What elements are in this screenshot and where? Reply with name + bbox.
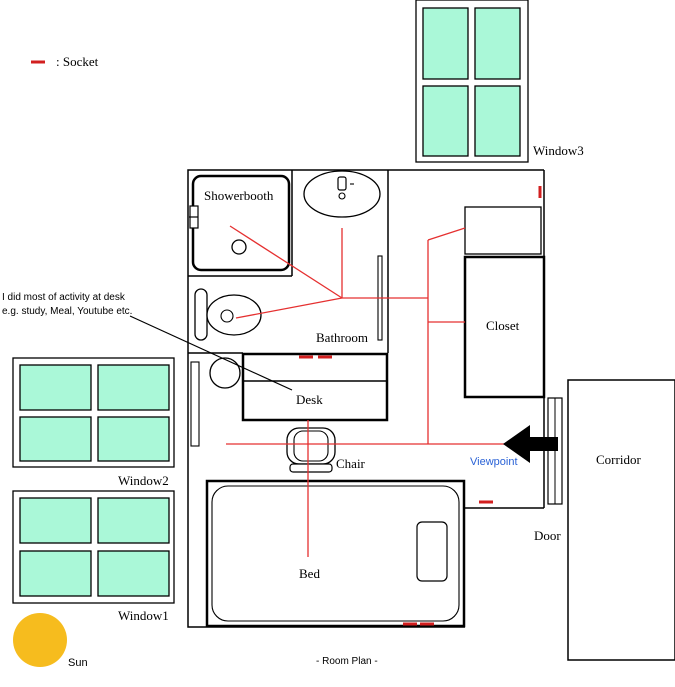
annotation: I did most of activity at desk e.g. stud… — [2, 292, 293, 391]
viewpoint: Viewpoint — [470, 425, 558, 468]
closet: Closet — [463, 255, 546, 399]
corridor: Corridor — [567, 379, 675, 661]
shower-drain — [231, 239, 247, 255]
bed-label: Bed — [299, 566, 320, 581]
window3-label: Window3 — [533, 143, 584, 158]
viewpoint-arrow-icon — [503, 425, 558, 463]
closet-label: Closet — [486, 318, 520, 333]
bathroom-sink — [303, 170, 381, 218]
pillow — [416, 521, 448, 582]
sun-icon — [13, 613, 67, 667]
chair-label: Chair — [336, 456, 366, 471]
window1: Window1 — [12, 490, 175, 623]
storage-box — [464, 206, 542, 255]
legend: : Socket — [31, 54, 99, 69]
corridor-label: Corridor — [596, 452, 641, 467]
entrance-door: Door — [534, 397, 563, 543]
window3: Window3 — [415, 0, 584, 163]
socket-legend-label: : Socket — [56, 54, 99, 69]
bedroom-wall-panel — [190, 361, 200, 447]
chair: Chair — [286, 427, 366, 473]
sockets — [299, 186, 542, 626]
viewpoint-label: Viewpoint — [470, 456, 518, 468]
showerbooth-label: Showerbooth — [204, 188, 274, 203]
shower-booth: Showerbooth — [189, 174, 291, 272]
door-label: Door — [534, 528, 561, 543]
sink-faucet-icon — [337, 176, 347, 191]
sun-label: Sun — [68, 657, 88, 669]
sun: Sun — [13, 613, 88, 669]
window2: Window2 — [12, 357, 175, 488]
trash-bin — [209, 357, 241, 389]
desk-label: Desk — [296, 392, 323, 407]
annotation-line2: e.g. study, Meal, Youtube etc. — [2, 306, 132, 317]
annotation-line1: I did most of activity at desk — [2, 292, 126, 303]
bed: Bed — [205, 479, 466, 628]
toilet — [194, 288, 262, 341]
annotation-pointer — [129, 315, 293, 391]
desk: Desk — [241, 352, 389, 422]
window2-label: Window2 — [118, 473, 169, 488]
window1-label: Window1 — [118, 608, 169, 623]
bathroom-label: Bathroom — [316, 330, 368, 345]
plan-caption: - Room Plan - — [316, 656, 378, 667]
sight-lines — [226, 225, 505, 557]
